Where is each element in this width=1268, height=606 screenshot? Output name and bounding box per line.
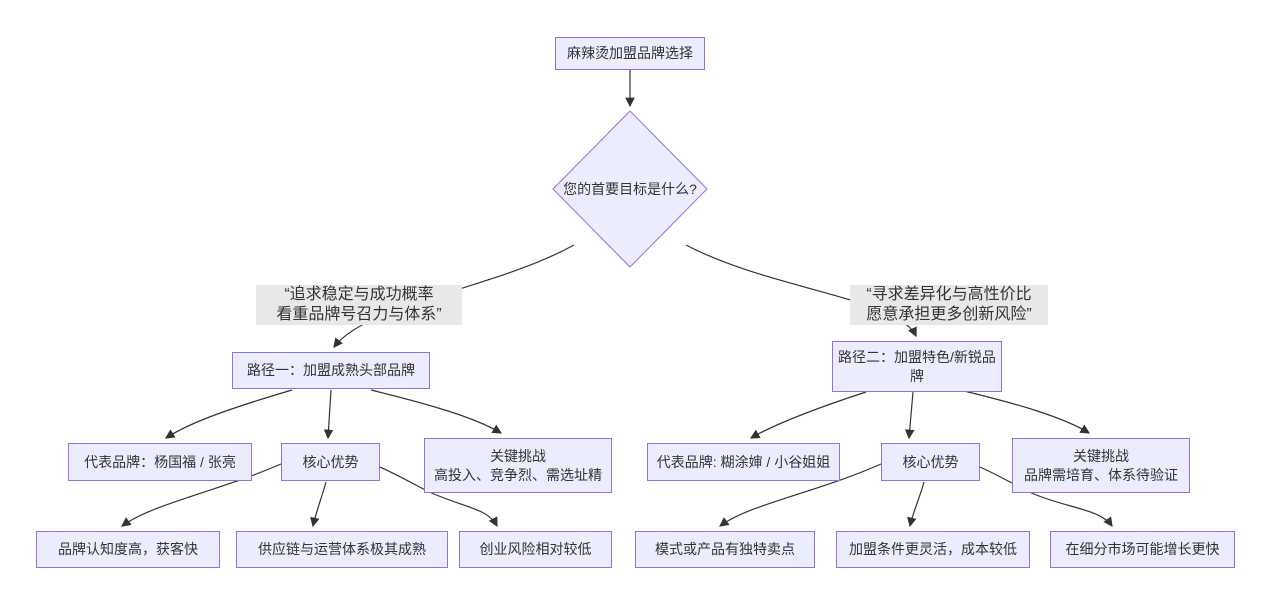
node-root: 麻辣烫加盟品牌选择 bbox=[555, 37, 705, 70]
node-path1-advantage3: 创业风险相对较低 bbox=[459, 531, 612, 568]
node-path2: 路径二：加盟特色/新锐品 牌 bbox=[832, 341, 1002, 392]
node-path1-advantage2: 供应链与运营体系极其成熟 bbox=[236, 531, 448, 568]
node-path1-challenges: 关键挑战 高投入、竞争烈、需选址精 bbox=[424, 438, 612, 493]
node-path1-advantages: 核心优势 bbox=[281, 443, 380, 481]
node-path2-advantage1: 模式或产品有独特卖点 bbox=[635, 531, 815, 568]
edge-path2-to-advantages bbox=[904, 391, 915, 440]
edge-p2adv-to-a1 bbox=[719, 463, 882, 527]
node-path1: 路径一：加盟成熟头部品牌 bbox=[232, 352, 430, 389]
edge-p1adv-to-a1 bbox=[121, 463, 282, 527]
edge-p2adv-to-a3 bbox=[979, 466, 1113, 527]
node-path2-advantages: 核心优势 bbox=[881, 443, 980, 481]
node-decision-label: 您的首要目标是什么? bbox=[563, 180, 697, 197]
edge-path2-to-challenges bbox=[959, 389, 1091, 434]
edge-path2-to-brands bbox=[749, 391, 867, 439]
edge-label-branch-right: “寻求差异化与高性价比 愿意承担更多创新风险” bbox=[850, 285, 1048, 325]
edge-p1adv-to-a3 bbox=[379, 466, 498, 528]
node-path2-advantage2: 加盟条件更灵活，成本较低 bbox=[836, 531, 1030, 568]
node-path1-brands: 代表品牌：杨国福 / 张亮 bbox=[68, 443, 252, 481]
edge-p2adv-to-a2 bbox=[907, 481, 925, 528]
edge-path1-to-advantages bbox=[323, 389, 334, 440]
node-path2-advantage3: 在细分市场可能增长更快 bbox=[1050, 531, 1235, 568]
node-path2-challenges: 关键挑战 品牌需培育、体系待验证 bbox=[1012, 438, 1190, 493]
edge-p1adv-to-a2 bbox=[310, 481, 327, 528]
node-path1-advantage1: 品牌认知度高，获客快 bbox=[36, 531, 220, 568]
decision-diamond-shape bbox=[552, 110, 708, 268]
edge-path1-to-brands bbox=[164, 389, 293, 439]
edge-label-branch-left: “追求稳定与成功概率 看重品牌号召力与体系” bbox=[256, 285, 462, 325]
edge-path1-to-challenges bbox=[370, 389, 503, 434]
node-path2-brands: 代表品牌: 糊涂婶 / 小谷姐姐 bbox=[647, 443, 840, 481]
